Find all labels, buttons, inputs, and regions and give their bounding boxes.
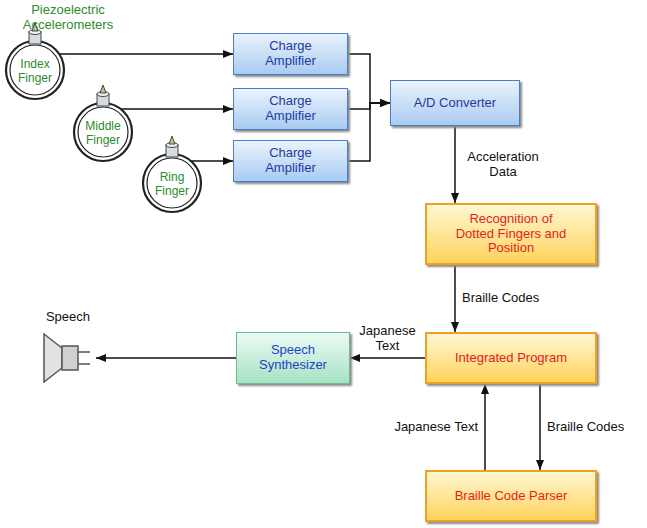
ring-inner bbox=[78, 107, 128, 157]
synthesizer-box: Speech Synthesizer bbox=[236, 332, 350, 384]
box-label: Speech Synthesizer bbox=[253, 343, 333, 373]
box-label: Charge Amplifier bbox=[255, 39, 327, 69]
finger-ring: Index Finger bbox=[5, 40, 65, 100]
process-box: Recognition of Dotted Fingers and Positi… bbox=[425, 203, 597, 265]
edge-label: Braille Codes bbox=[547, 420, 624, 435]
speaker-symbol: Speech bbox=[40, 310, 96, 390]
signal-arrow bbox=[191, 160, 233, 162]
box-label: Braille Code Parser bbox=[455, 489, 568, 504]
box-label: Charge Amplifier bbox=[255, 94, 327, 124]
signal-arrow bbox=[454, 265, 456, 332]
process-box: Integrated Program bbox=[425, 332, 597, 384]
box-label: Charge Amplifier bbox=[255, 146, 327, 176]
box-label: Middle Finger bbox=[81, 116, 125, 148]
speaker-caption: Speech bbox=[46, 310, 90, 325]
box-label: Ring Finger bbox=[150, 167, 194, 199]
signal-arrow bbox=[348, 54, 390, 103]
signal-arrow bbox=[59, 53, 233, 55]
signal-arrow bbox=[121, 108, 233, 110]
signal-arrow bbox=[539, 384, 541, 470]
edge-label: Acceleration Data bbox=[462, 150, 544, 180]
edge-label: Japanese Text bbox=[394, 420, 478, 435]
signal-arrow bbox=[350, 357, 425, 359]
charge-amplifier-box: Charge Amplifier bbox=[233, 140, 348, 182]
sensor-caption: Piezoelectric Accelerometers bbox=[8, 3, 128, 33]
signal-arrow bbox=[454, 126, 456, 203]
signal-arrow bbox=[96, 357, 236, 359]
charge-amplifier-box: Charge Amplifier bbox=[233, 33, 348, 75]
speaker-drawing bbox=[40, 330, 96, 386]
ring-inner bbox=[10, 45, 60, 95]
box-label: Index Finger bbox=[13, 54, 57, 86]
process-box: Braille Code Parser bbox=[425, 470, 597, 522]
edge-label: Braille Codes bbox=[462, 291, 539, 306]
speaker-magnet bbox=[62, 346, 78, 370]
ring-outer bbox=[143, 154, 201, 212]
signal-arrow bbox=[348, 103, 390, 109]
box-label: Integrated Program bbox=[455, 351, 567, 366]
speaker-cone bbox=[44, 334, 62, 382]
finger-ring: Middle Finger bbox=[73, 102, 133, 162]
charge-amplifier-box: Charge Amplifier bbox=[233, 88, 348, 130]
speaker-terminal bbox=[78, 351, 90, 353]
speaker-terminal bbox=[78, 363, 90, 365]
accelerometer-tip bbox=[32, 23, 38, 31]
finger-ring: Ring Finger bbox=[142, 153, 202, 213]
ring-outer bbox=[74, 103, 132, 161]
edge-label: Japanese Text bbox=[356, 324, 420, 354]
accelerometer-tip bbox=[100, 85, 106, 93]
accelerometer-tip bbox=[169, 136, 175, 144]
box-label: A/D Converter bbox=[414, 96, 496, 111]
ring-outer bbox=[6, 41, 64, 99]
signal-arrow bbox=[484, 384, 486, 470]
converter-box: A/D Converter bbox=[390, 80, 520, 126]
box-label: Recognition of Dotted Fingers and Positi… bbox=[451, 212, 571, 257]
signal-arrow bbox=[348, 103, 390, 161]
ring-inner bbox=[147, 158, 197, 208]
